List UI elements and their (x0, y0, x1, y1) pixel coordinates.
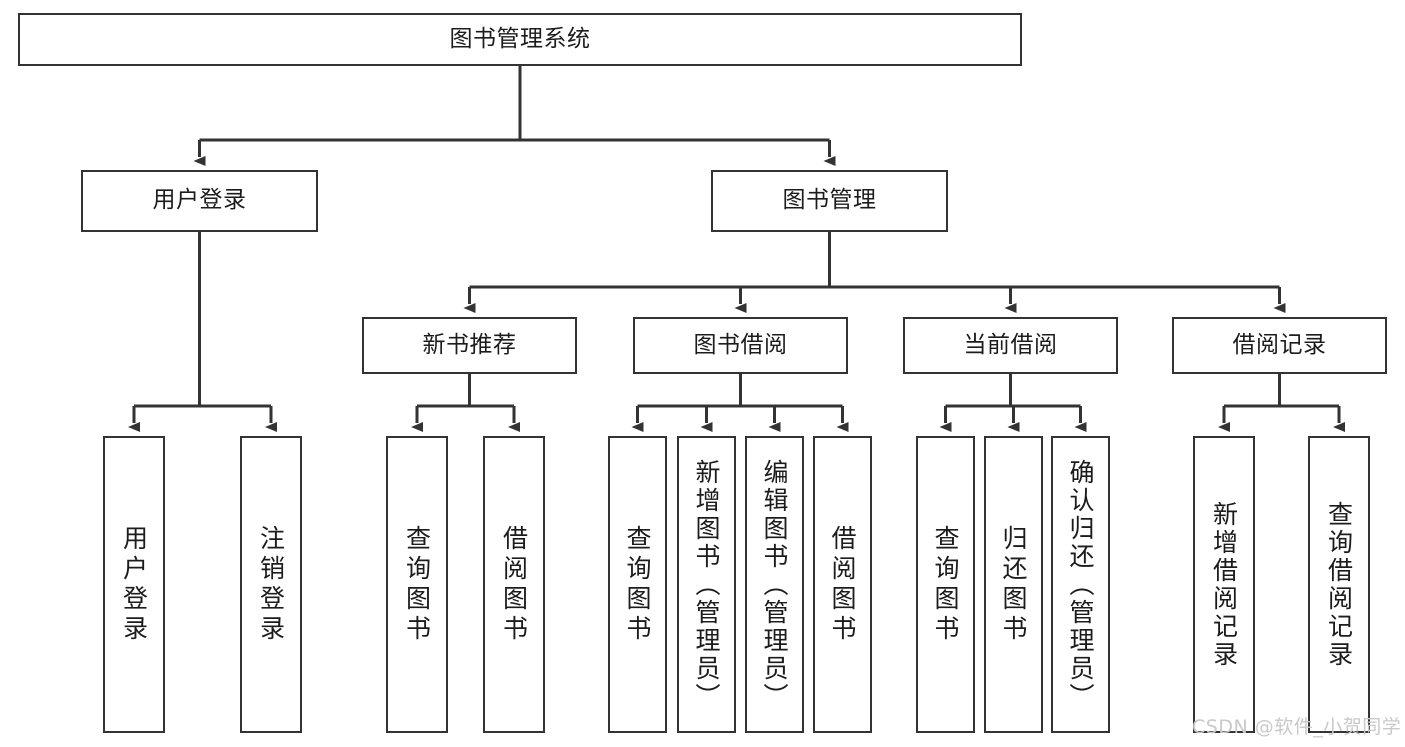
node-label-leaf-query-record: 查询借阅记录 (1324, 500, 1354, 669)
node-label-leaf-edit-book: 编辑图书（管理员） (760, 458, 789, 711)
node-book-borrow[interactable]: 图书借阅 (633, 317, 848, 374)
node-label-user-login: 用户登录 (152, 187, 247, 214)
node-leaf-user-logout[interactable]: 注销登录 (240, 436, 302, 733)
node-leaf-query-book-2[interactable]: 查询图书 (608, 436, 667, 733)
node-book-manage[interactable]: 图书管理 (711, 170, 948, 232)
node-leaf-add-book[interactable]: 新增图书（管理员） (677, 436, 736, 733)
node-label-current-borrow: 当前借阅 (963, 331, 1058, 358)
node-leaf-query-record[interactable]: 查询借阅记录 (1308, 436, 1370, 733)
node-leaf-edit-book[interactable]: 编辑图书（管理员） (745, 436, 804, 733)
node-label-book-manage: 图书管理 (782, 187, 877, 214)
node-leaf-borrow-book-2[interactable]: 借阅图书 (813, 436, 872, 733)
node-label-leaf-query-book-2: 查询图书 (623, 524, 652, 645)
node-label-leaf-query-book-3: 查询图书 (931, 524, 960, 645)
node-leaf-user-login[interactable]: 用户登录 (103, 436, 165, 733)
node-user-login[interactable]: 用户登录 (81, 170, 318, 232)
node-label-leaf-user-login: 用户登录 (119, 524, 149, 645)
node-label-leaf-user-logout: 注销登录 (256, 524, 286, 645)
node-label-book-borrow: 图书借阅 (693, 331, 788, 358)
node-borrow-record[interactable]: 借阅记录 (1172, 317, 1387, 374)
node-leaf-borrow-book-1[interactable]: 借阅图书 (483, 436, 545, 733)
csdn-watermark: CSDN @软件_小贺同学 (1192, 716, 1402, 738)
node-label-root: 图书管理系统 (449, 25, 591, 52)
node-leaf-query-book-3[interactable]: 查询图书 (916, 436, 975, 733)
node-label-leaf-add-book: 新增图书（管理员） (692, 458, 721, 711)
node-root[interactable]: 图书管理系统 (18, 13, 1022, 66)
node-leaf-add-record[interactable]: 新增借阅记录 (1193, 436, 1255, 733)
node-leaf-confirm-return[interactable]: 确认归还（管理员） (1051, 436, 1110, 733)
node-label-leaf-confirm-return: 确认归还（管理员） (1066, 458, 1095, 711)
node-label-leaf-query-book-1: 查询图书 (402, 524, 432, 645)
node-label-leaf-borrow-book-1: 借阅图书 (499, 524, 529, 645)
node-label-new-book-rec: 新书推荐 (422, 331, 517, 358)
node-label-leaf-add-record: 新增借阅记录 (1209, 500, 1239, 669)
node-new-book-rec[interactable]: 新书推荐 (362, 317, 577, 374)
node-current-borrow[interactable]: 当前借阅 (903, 317, 1118, 374)
node-label-leaf-borrow-book-2: 借阅图书 (828, 524, 857, 645)
node-label-leaf-return-book: 归还图书 (999, 524, 1028, 645)
node-label-borrow-record: 借阅记录 (1232, 331, 1327, 358)
node-leaf-query-book-1[interactable]: 查询图书 (386, 436, 448, 733)
node-leaf-return-book[interactable]: 归还图书 (984, 436, 1043, 733)
